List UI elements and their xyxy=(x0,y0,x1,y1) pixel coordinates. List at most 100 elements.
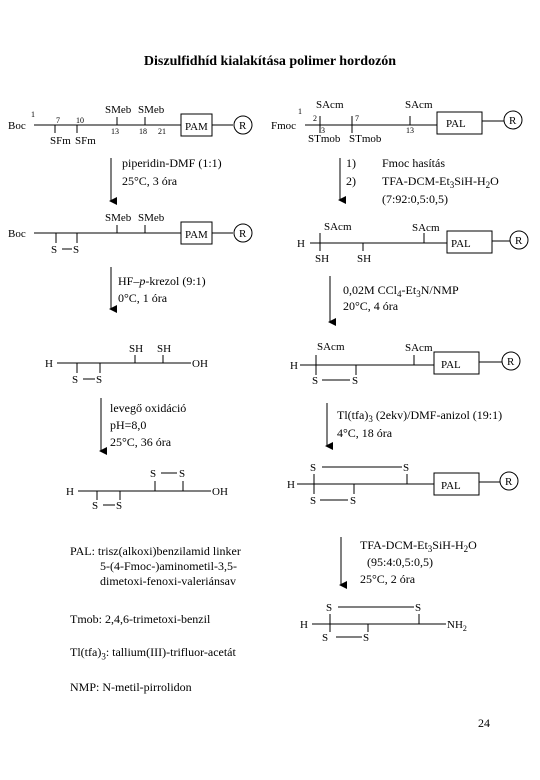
sulfur-label: S xyxy=(51,244,57,256)
sulfur-label: S xyxy=(363,632,369,644)
h-terminus-label: H xyxy=(45,358,53,370)
thiol-label: SH xyxy=(315,253,329,265)
pam-resin-label: PAM xyxy=(185,229,208,241)
right-step1-text2: TFA-DCM-Et3SiH-H2O xyxy=(382,174,499,190)
position-label: 13 xyxy=(111,127,119,136)
position-label: 1 xyxy=(31,110,35,119)
position-label: 3 xyxy=(321,126,325,135)
position-label: 10 xyxy=(76,116,84,125)
sulfur-label: S xyxy=(96,374,102,386)
left-structure-2 xyxy=(34,221,253,250)
pal-resin-label: PAL xyxy=(451,238,471,250)
h-terminus-label: H xyxy=(300,619,308,631)
sfm-label: SFm xyxy=(50,135,71,147)
left-step3-cond1: levegő oxidáció xyxy=(110,401,186,415)
right-structure-5 xyxy=(312,606,446,638)
right-step2-cond2: 20°C, 4 óra xyxy=(343,299,399,313)
resin-r-label: R xyxy=(239,228,247,240)
pal-resin-label: PAL xyxy=(446,118,466,130)
right-step3-cond2: 4°C, 18 óra xyxy=(337,426,393,440)
fmoc-label: Fmoc xyxy=(271,120,296,132)
position-label: 1 xyxy=(298,107,302,116)
right-structure-4 xyxy=(297,466,519,501)
sulfur-label: S xyxy=(322,632,328,644)
sulfur-label: S xyxy=(415,602,421,614)
position-label: 7 xyxy=(56,116,60,125)
sacm-label: SAcm xyxy=(405,99,433,111)
h-terminus-label: H xyxy=(290,360,298,372)
pal-resin-label: PAL xyxy=(441,480,461,492)
resin-r-label: R xyxy=(239,120,247,132)
sulfur-label: S xyxy=(403,462,409,474)
resin-r-label: R xyxy=(515,235,523,247)
legend-tlfta: Tl(tfa)3: tallium(III)-trifluor-acetát xyxy=(70,645,236,664)
pal-resin-label: PAL xyxy=(441,359,461,371)
right-step1-num1: 1) xyxy=(346,156,356,170)
legend-nmp: NMP: N-metil-pirrolidon xyxy=(70,680,192,694)
right-step2-cond1: 0,02M CCl4-Et3N/NMP xyxy=(343,283,459,299)
left-structure-1 xyxy=(34,113,253,137)
legend-pal-line1: PAL: trisz(alkoxi)benzilamid linker xyxy=(70,544,241,558)
legend-tlfta-sub: 3 xyxy=(101,651,106,662)
sacm-label: SAcm xyxy=(316,99,344,111)
thiol-label: SH xyxy=(129,343,143,355)
sacm-label: SAcm xyxy=(405,342,433,354)
right-step3-cond1: Tl(tfa)3 (2ekv)/DMF-anizol (19:1) xyxy=(337,408,502,424)
h-terminus-label: H xyxy=(287,479,295,491)
right-step1-num2: 2) xyxy=(346,174,356,188)
right-structure-3 xyxy=(300,351,521,381)
page-title: Diszulfidhíd kialakítása polimer hordozó… xyxy=(143,54,397,69)
left-step3-cond2: pH=8,0 xyxy=(110,418,146,432)
sulfur-label: S xyxy=(310,462,316,474)
left-structure-4 xyxy=(78,472,211,506)
thiol-label: SH xyxy=(157,343,171,355)
smeb-label: SMeb xyxy=(105,212,132,224)
oh-terminus-label: OH xyxy=(212,486,228,498)
position-label: 13 xyxy=(406,126,414,135)
sulfur-label: S xyxy=(92,500,98,512)
smeb-label: SMeb xyxy=(138,104,165,116)
position-label: 21 xyxy=(158,127,166,136)
sulfur-label: S xyxy=(73,244,79,256)
sacm-label: SAcm xyxy=(317,341,345,353)
position-label: 7 xyxy=(355,114,359,123)
resin-r-label: R xyxy=(505,476,513,488)
right-structure-2 xyxy=(310,230,529,254)
page-number: 24 xyxy=(478,716,490,730)
left-structure-3 xyxy=(57,355,191,380)
sulfur-label: S xyxy=(350,495,356,507)
sacm-label: SAcm xyxy=(324,221,352,233)
right-step4-ratio: (95:4:0,5:0,5) xyxy=(367,555,433,569)
sulfur-label: S xyxy=(352,375,358,387)
pam-resin-label: PAM xyxy=(185,121,208,133)
sulfur-label: S xyxy=(179,468,185,480)
legend-tlfta-a: Tl(tfa) xyxy=(70,645,102,659)
legend-tmob: Tmob: 2,4,6-trimetoxi-benzil xyxy=(70,612,211,626)
legend-pal-line2: 5-(4-Fmoc-)aminometil-3,5- xyxy=(100,559,237,573)
boc-label: Boc xyxy=(8,228,26,240)
sulfur-label: S xyxy=(150,468,156,480)
oh-terminus-label: OH xyxy=(192,358,208,370)
stmob-label: STmob xyxy=(349,133,382,145)
legend-tlfta-c: : tallium(III)-trifluor-acetát xyxy=(105,645,236,659)
smeb-label: SMeb xyxy=(138,212,165,224)
sulfur-label: S xyxy=(72,374,78,386)
right-step1-ratio: (7:92:0,5:0,5) xyxy=(382,192,448,206)
h-terminus-label: H xyxy=(66,486,74,498)
boc-label: Boc xyxy=(8,120,26,132)
nh2-terminus-label: NH2 xyxy=(447,619,467,633)
right-structure-1 xyxy=(305,110,523,135)
sfm-label: SFm xyxy=(75,135,96,147)
stmob-label: STmob xyxy=(308,133,341,145)
legend-pal: PAL: trisz(alkoxi)benzilamid linker 5-(4… xyxy=(70,544,241,589)
thiol-label: SH xyxy=(357,253,371,265)
left-step1-cond1: piperidin-DMF (1:1) xyxy=(122,156,222,170)
position-label: 18 xyxy=(139,127,147,136)
position-label: 2 xyxy=(313,114,317,123)
left-step2-cond1: HF–p-krezol (9:1) xyxy=(118,274,206,288)
h-terminus-label: H xyxy=(297,238,305,250)
left-step1-cond2: 25°C, 3 óra xyxy=(122,174,178,188)
right-step1-text1: Fmoc hasítás xyxy=(382,156,445,170)
sulfur-label: S xyxy=(310,495,316,507)
